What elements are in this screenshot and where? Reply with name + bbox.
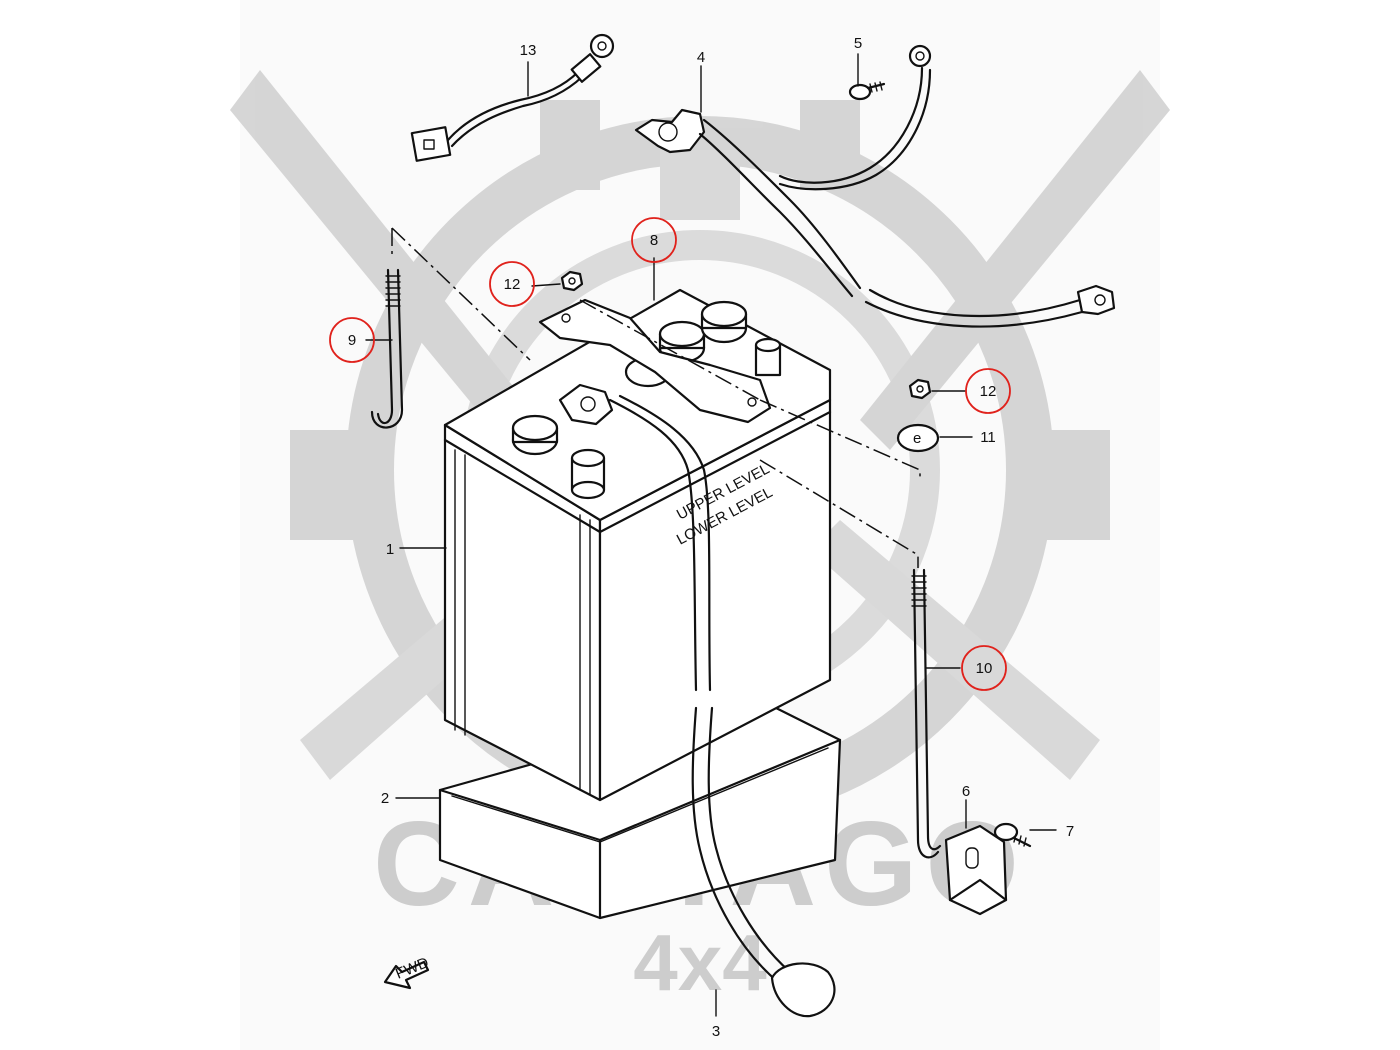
part-5-bolt (848, 81, 886, 101)
highlight-circle-9 (329, 317, 375, 363)
front-arrow-icon: FWD (383, 954, 431, 990)
part-2-battery-tray (438, 698, 842, 920)
callout-9: 9 (348, 332, 356, 349)
part-13-ground-lead (410, 33, 615, 162)
callout-3: 3 (712, 1023, 720, 1040)
highlight-circle-10 (961, 645, 1007, 691)
part-8-hold-down-bracket (538, 298, 772, 424)
part-4-positive-cable (634, 44, 1116, 328)
front-arrow-text: FWD (393, 954, 431, 983)
callout-8: 8 (650, 232, 658, 249)
callout-4: 4 (697, 49, 705, 66)
part-12-nut-left (560, 270, 584, 292)
callout-numbers: 13 4 5 1 2 3 6 7 11 8 12 9 12 10 (329, 35, 1074, 1040)
highlight-circle-8 (631, 217, 677, 263)
callout-10: 10 (976, 660, 993, 677)
callout-1: 1 (386, 541, 394, 558)
part-7-screw (993, 822, 1032, 848)
highlight-circle-12-left (489, 261, 535, 307)
watermark-sub: 4x4 (633, 918, 767, 1007)
callout-7: 7 (1066, 823, 1074, 840)
part-12-nut-right (908, 378, 932, 400)
callout-5: 5 (854, 35, 862, 52)
callout-12-right: 12 (980, 383, 997, 400)
part-3-negative-cable (608, 394, 836, 1018)
callout-11: 11 (980, 429, 996, 446)
washer-mark: e (913, 430, 921, 447)
callout-12-left: 12 (504, 276, 521, 293)
part-6-bracket (944, 824, 1008, 916)
part-10-j-bolt (911, 568, 942, 859)
part-9-j-bolt (370, 268, 404, 429)
highlight-circle-12-right (965, 368, 1011, 414)
assembly-center-lines (391, 227, 921, 568)
callout-6: 6 (962, 783, 970, 800)
callout-13: 13 (520, 42, 537, 59)
part-11-washer: e (896, 423, 940, 453)
leader-lines (365, 53, 1057, 1017)
part-1-battery: UPPER LEVEL LOWER LEVEL (443, 288, 832, 802)
callout-2: 2 (381, 790, 389, 807)
